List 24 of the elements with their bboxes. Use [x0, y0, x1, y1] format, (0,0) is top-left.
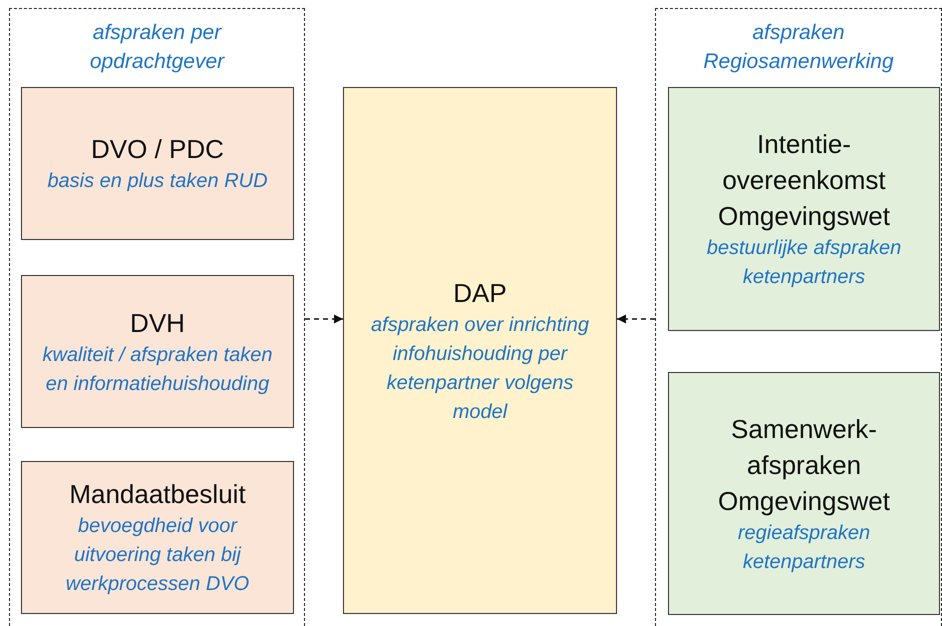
box-title: Samenwerk-afspraken Omgevingswet	[717, 412, 891, 518]
box-description: kwaliteit / afspraken taken en informatiehuishouding	[41, 342, 274, 396]
group-heading: afspraken per opdrachtgever	[88, 20, 226, 75]
box-title: Mandaatbesluit	[69, 478, 246, 511]
agreement-box	[21, 461, 294, 614]
dashed-arrow	[617, 314, 655, 324]
box-title: Intentie-overeenkomst Omgevingswet	[717, 128, 891, 233]
box-title: DVO / PDC	[91, 133, 224, 166]
box-description: regieafspraken ketenpartners	[736, 520, 872, 574]
group-heading: afspraken Regiosamenwerking	[702, 20, 895, 75]
agreement-box	[343, 87, 617, 614]
dashed-group-frame	[9, 8, 305, 626]
box-description: basis en plus taken RUD	[47, 169, 268, 194]
agreement-box	[21, 275, 294, 428]
agreement-box	[21, 87, 294, 240]
box-description: bestuurlijke afspraken ketenpartners	[706, 236, 902, 290]
box-description: bevoegdheid voor uitvoering taken bij werkprocessen DVO	[64, 514, 250, 597]
box-title: DVH	[130, 306, 185, 340]
agreement-box	[668, 372, 940, 615]
box-description: afspraken over inrichting infohuishouding per ketenpartner volgens model	[370, 312, 590, 424]
agreement-box	[668, 87, 940, 331]
box-title: DAP	[453, 276, 507, 310]
dashed-group-frame	[655, 8, 942, 626]
dashed-arrow	[305, 314, 343, 324]
